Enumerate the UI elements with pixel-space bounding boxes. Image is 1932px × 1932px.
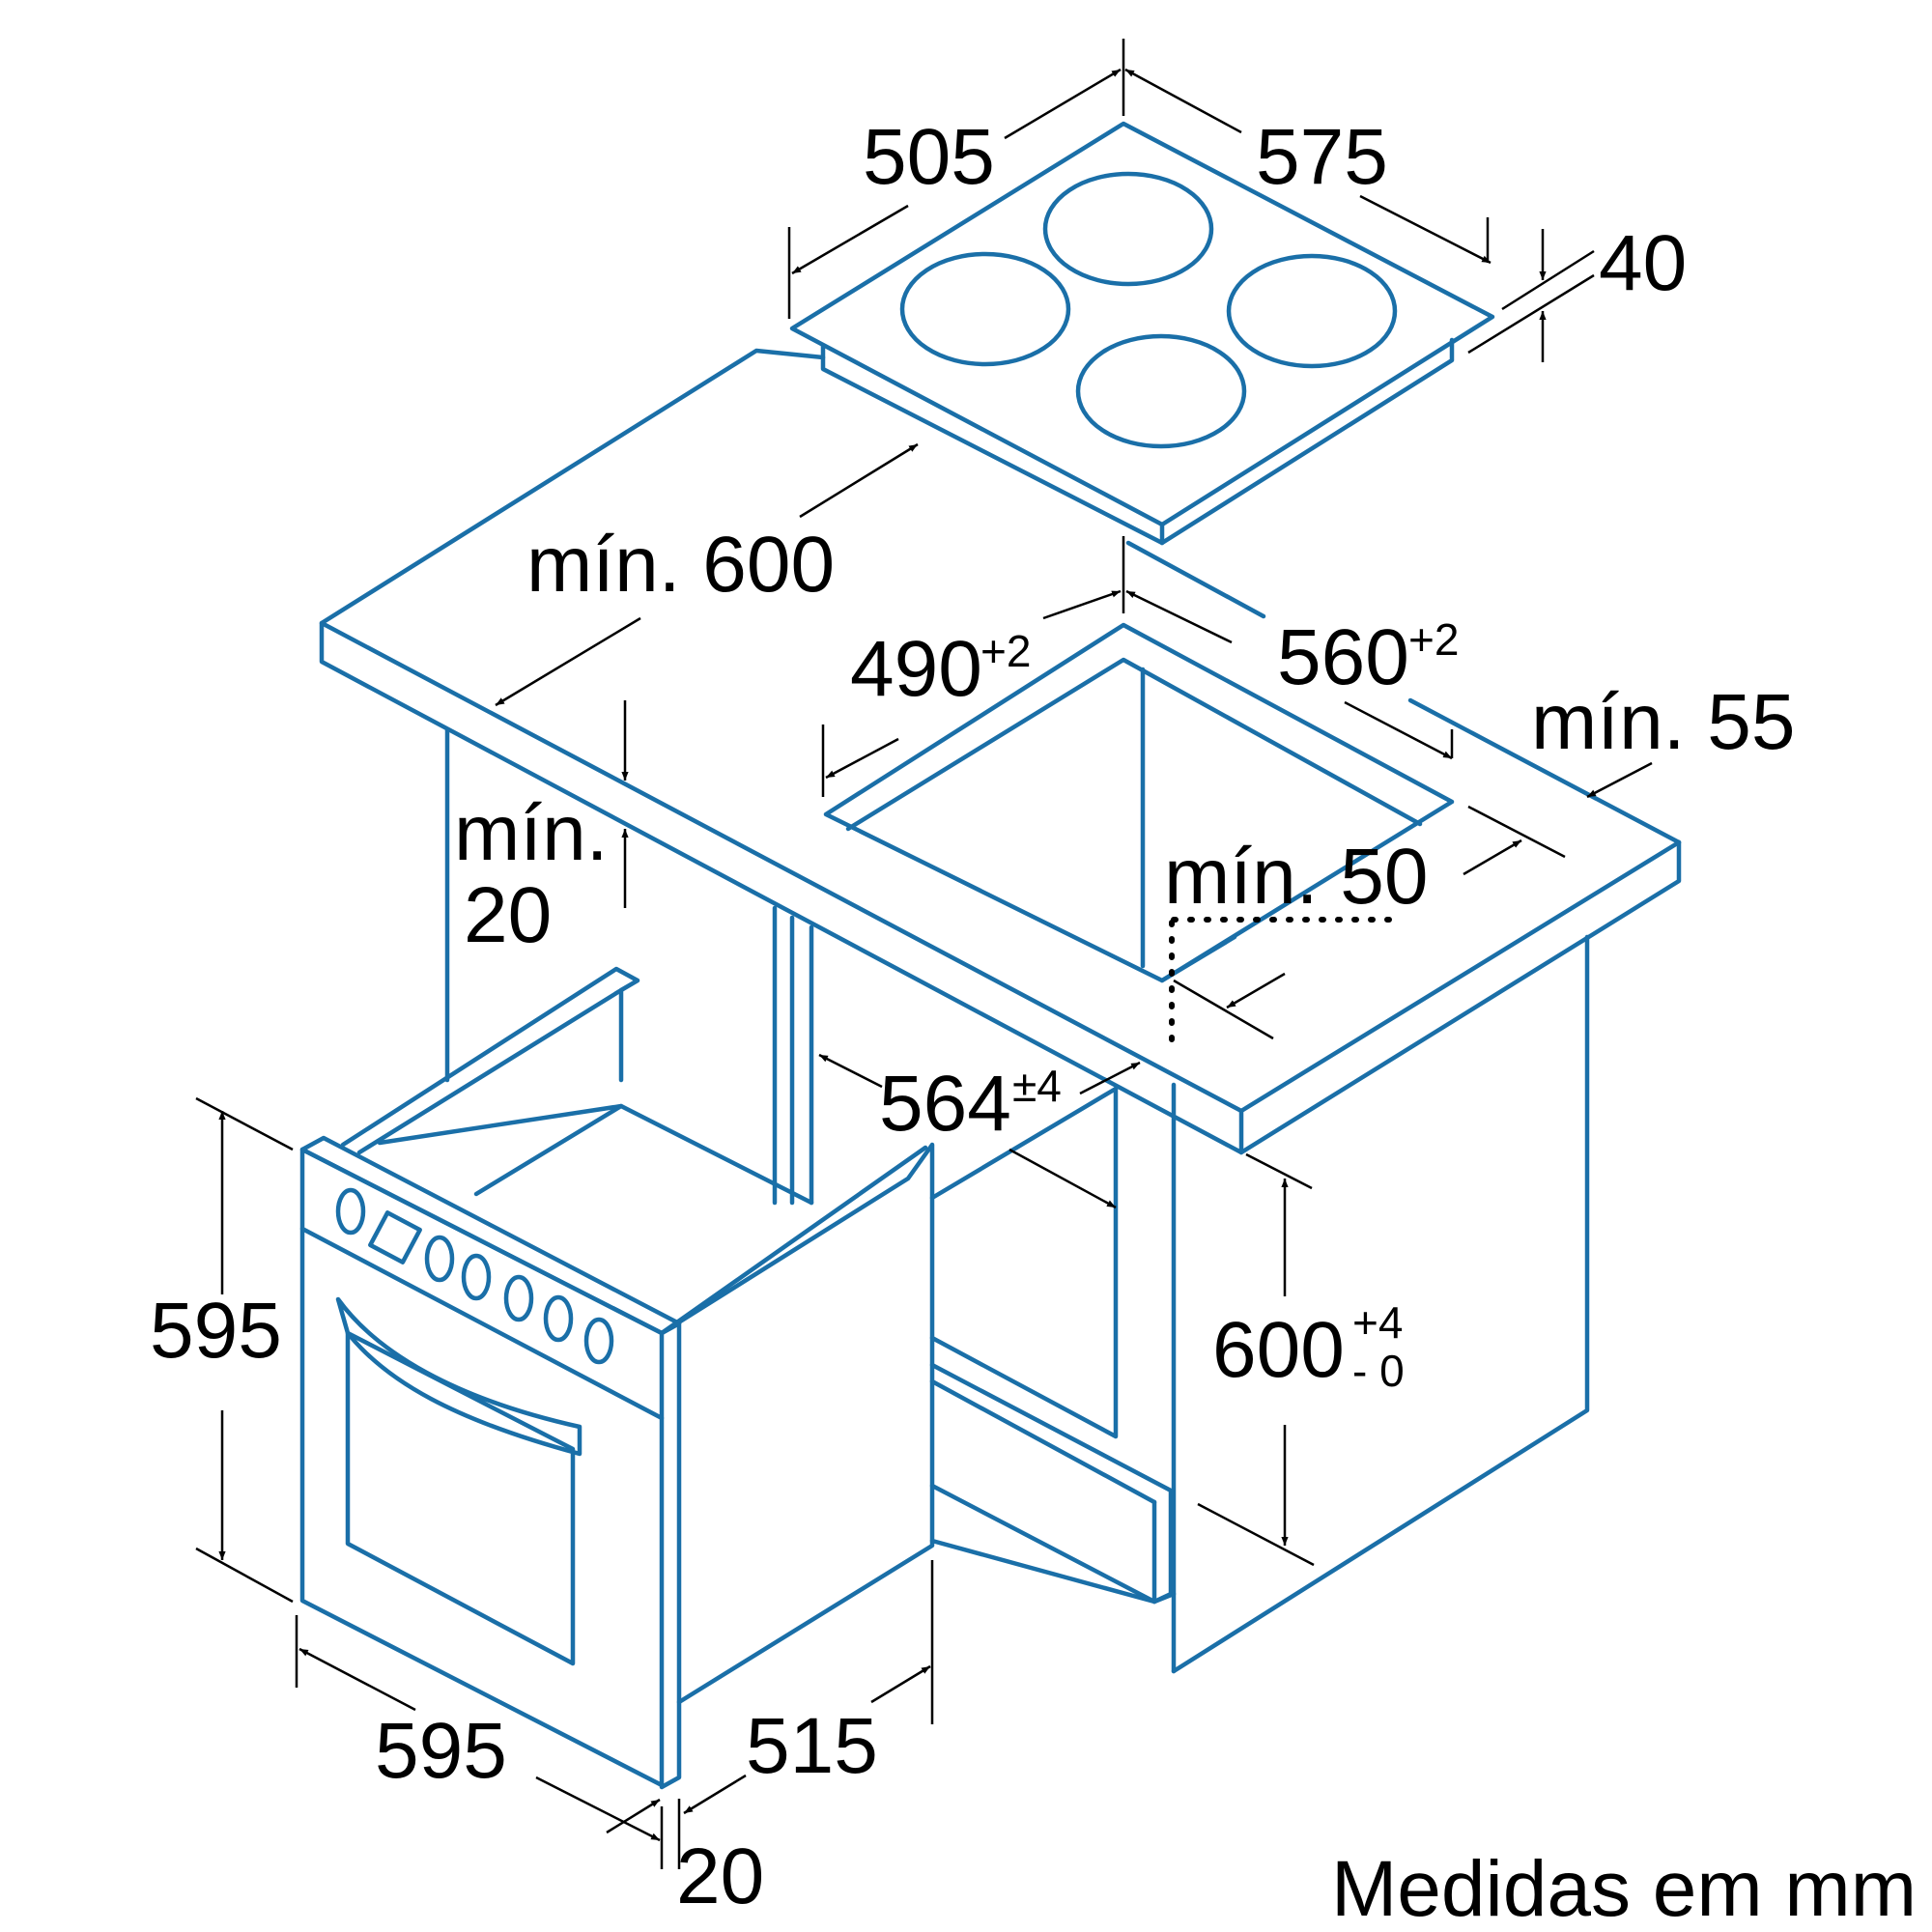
label-worktop-thickness-b: 20 bbox=[464, 871, 552, 959]
oven-display bbox=[368, 1210, 422, 1264]
label-front-clearance-min: mín. 50 bbox=[1164, 833, 1428, 921]
label-niche-height-tol-minus: - 0 bbox=[1352, 1346, 1405, 1396]
units-note: Medidas em mm bbox=[1331, 1845, 1917, 1932]
worktop bbox=[319, 348, 1682, 1155]
label-cutout-depth: 490 bbox=[850, 625, 982, 713]
oven-door-window bbox=[345, 1330, 576, 1666]
oven-knob-3 bbox=[461, 1253, 492, 1301]
hob-burner-right bbox=[1226, 253, 1398, 369]
label-hob-width: 575 bbox=[1256, 113, 1388, 201]
oven-control-strip bbox=[299, 1226, 665, 1421]
worktop-top-edge-left bbox=[319, 348, 1682, 1114]
oven-knob-6 bbox=[583, 1317, 614, 1365]
drawer-bottom-edge bbox=[929, 1538, 1157, 1605]
oven-top-rear-lip bbox=[340, 966, 640, 1148]
label-niche-width-tol: ±4 bbox=[1012, 1061, 1062, 1111]
hob bbox=[789, 121, 1495, 546]
label-niche-width: 564 bbox=[879, 1060, 1011, 1148]
dimension-labels: 505 575 40 mín. 600 490 +2 560 +2 mín. 5… bbox=[150, 113, 1917, 1932]
label-niche-height: 600 bbox=[1212, 1306, 1345, 1394]
worktop-front-face bbox=[319, 620, 1244, 1155]
label-niche-height-tol-plus: +4 bbox=[1352, 1297, 1403, 1348]
hob-burner-left bbox=[899, 251, 1071, 367]
label-worktop-depth-min: mín. 600 bbox=[526, 521, 835, 609]
label-rear-clearance-min: mín. 55 bbox=[1531, 678, 1795, 766]
oven-knob-4 bbox=[503, 1274, 534, 1322]
oven-knob-2 bbox=[424, 1235, 455, 1283]
label-cutout-width: 560 bbox=[1277, 613, 1409, 701]
oven-knob-5 bbox=[543, 1294, 574, 1343]
drawer-edge bbox=[929, 1378, 1157, 1505]
cutout-inner-back bbox=[845, 657, 1423, 832]
worktop-back-edge-segment bbox=[1125, 540, 1266, 619]
dimension-lines bbox=[195, 39, 1653, 1869]
label-hob-depth: 505 bbox=[863, 113, 995, 201]
oven-front-panel bbox=[299, 1135, 682, 1336]
oven-front-face bbox=[299, 1147, 665, 1788]
label-oven-front-depth: 20 bbox=[676, 1833, 764, 1920]
niche-right-wall bbox=[929, 1086, 1119, 1439]
oven bbox=[299, 966, 935, 1790]
hob-burner-front bbox=[1075, 333, 1247, 449]
worktop-top-edge-right bbox=[1407, 697, 1682, 845]
label-worktop-thickness-a: mín. bbox=[454, 789, 608, 877]
worktop-right-face bbox=[1238, 839, 1682, 1155]
cabinet-bottom bbox=[1171, 934, 1590, 1674]
oven-top-rear-lip-b bbox=[356, 987, 624, 1155]
label-oven-height: 595 bbox=[150, 1287, 282, 1375]
oven-body-top bbox=[473, 1103, 814, 1206]
label-cutout-depth-tol: +2 bbox=[980, 626, 1031, 676]
cabinet bbox=[444, 726, 1590, 1674]
oven-front-side bbox=[659, 1321, 682, 1790]
oven-top-face bbox=[659, 1145, 928, 1336]
oven-knob-1 bbox=[335, 1187, 366, 1236]
oven-side-top bbox=[659, 1142, 935, 1705]
hob-burner-rear bbox=[1042, 171, 1214, 287]
label-hob-height: 40 bbox=[1599, 219, 1687, 307]
oven-top-inner bbox=[377, 1103, 624, 1146]
label-oven-width: 595 bbox=[375, 1707, 507, 1795]
oven-door-handle bbox=[335, 1296, 582, 1457]
label-oven-depth: 515 bbox=[746, 1702, 878, 1790]
label-cutout-width-tol: +2 bbox=[1408, 614, 1459, 665]
